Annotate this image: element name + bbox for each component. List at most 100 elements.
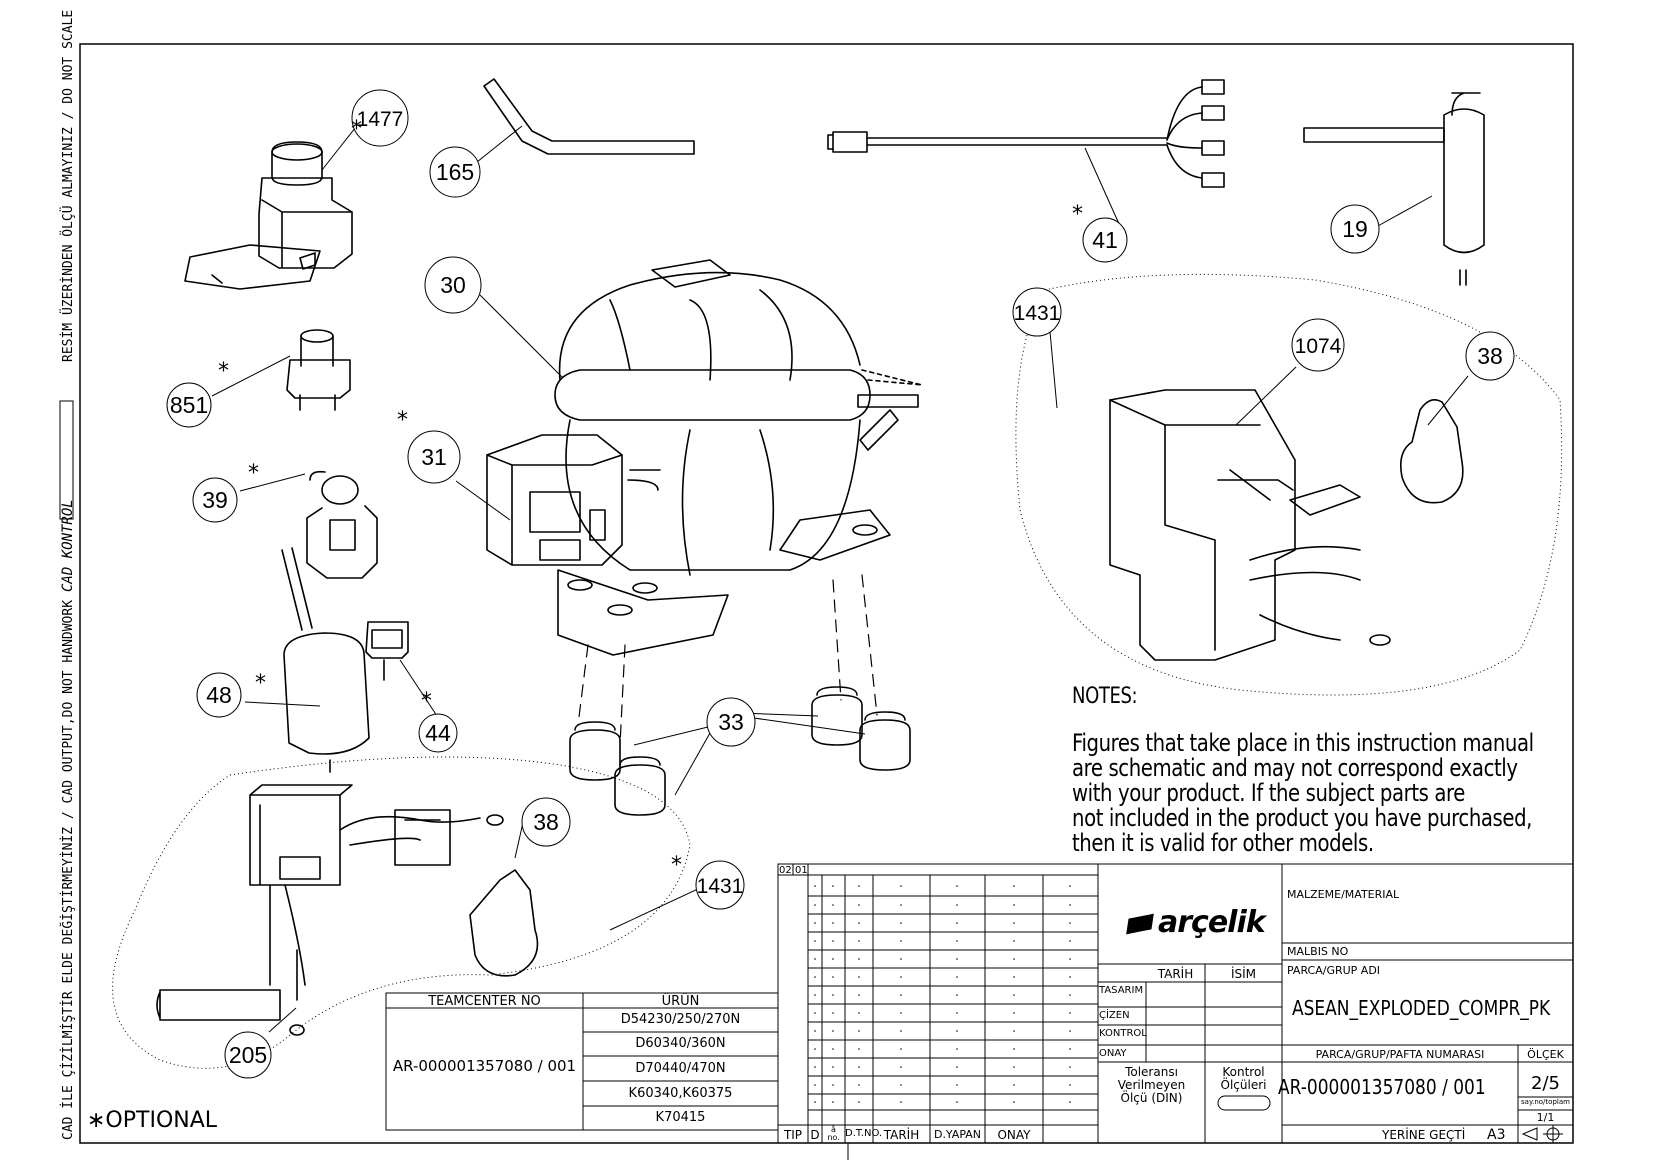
cell-dot: [900, 922, 902, 924]
cell-dot: [832, 885, 834, 887]
callout-circle-c1477: [351, 89, 409, 147]
optional-star-c1477: *: [351, 117, 362, 142]
tolerance-note: Toleransı Verilmeyen Ölçü (DIN): [1117, 1065, 1186, 1105]
cell-dot: [956, 994, 958, 996]
approval-name-header: İSİM: [1230, 967, 1257, 981]
cell-dot: [858, 1048, 860, 1050]
optional-star-c44: *: [421, 689, 432, 714]
revision-footer-approval: ONAY: [997, 1128, 1031, 1142]
cell-dot: [832, 922, 834, 924]
notes-line: not included in the product you have pur…: [1072, 804, 1533, 832]
cell-dot: [832, 1084, 834, 1086]
cell-dot: [956, 940, 958, 942]
malbis-label: MALBIS NO: [1287, 945, 1349, 958]
revision-cell-dots: [814, 885, 1071, 1103]
cell-dot: [1013, 1012, 1015, 1014]
part-19-filter-drier: [1303, 92, 1485, 286]
cell-dot: [900, 994, 902, 996]
optional-legend: ∗OPTIONAL: [87, 1108, 218, 1133]
part-48-capacitor: [281, 547, 370, 773]
teamcenter-number: AR-000001357080 / 001: [392, 1057, 577, 1075]
side-note-cad-control: CAD KONTROL: [60, 499, 76, 592]
callout-circle-c165: [429, 146, 481, 198]
callout-circle-c1431b: [695, 860, 745, 910]
notes-line: are schematic and may not correspond exa…: [1072, 754, 1518, 782]
cell-dot: [1013, 958, 1015, 960]
cell-dot: [1013, 1084, 1015, 1086]
group-outline-1431-optional: [112, 756, 691, 1069]
callout-circle-c30: [424, 256, 482, 314]
cell-dot: [858, 1066, 860, 1068]
cell-dot: [956, 904, 958, 906]
callout-circle-c44: [418, 713, 458, 753]
approval-date-header: TARİH: [1157, 967, 1194, 981]
cell-dot: [832, 1012, 834, 1014]
cell-dot: [1013, 904, 1015, 906]
cell-dot: [900, 1012, 902, 1014]
cell-dot: [1013, 922, 1015, 924]
callout-label-c44: 44: [425, 720, 451, 746]
cell-dot: [814, 885, 816, 887]
callout-circle-c1431a: [1012, 287, 1062, 337]
cell-dot: [832, 994, 834, 996]
sheet-count: 1/1: [1536, 1111, 1555, 1124]
cell-dot: [814, 1066, 816, 1068]
callout-label-c1477: 1477: [357, 108, 404, 131]
brand-logo: arçelik: [1126, 905, 1266, 940]
revision-footer-by: D.YAPAN: [933, 1128, 982, 1141]
projection-symbol: [1521, 1125, 1563, 1143]
cell-dot: [956, 958, 958, 960]
cell-dot: [1069, 1048, 1071, 1050]
cell-dot: [956, 1084, 958, 1086]
callout-circle-c38a: [1465, 331, 1515, 381]
cell-dot: [900, 958, 902, 960]
cell-dot: [814, 976, 816, 978]
cell-dot: [1069, 1084, 1071, 1086]
callout-label-c165: 165: [436, 159, 474, 185]
notes-line: Figures that take place in this instruct…: [1072, 729, 1534, 757]
cell-dot: [814, 940, 816, 942]
callout-label-c48: 48: [206, 682, 232, 708]
notes-line: with your product. If the subject parts …: [1072, 779, 1465, 807]
cell-dot: [1013, 1066, 1015, 1068]
optional-star-c31: *: [397, 408, 408, 433]
callout-label-c33: 33: [718, 709, 744, 735]
cell-dot: [900, 940, 902, 942]
material-label: MALZEME/MATERIAL: [1287, 888, 1400, 901]
part-30-compressor: [554, 259, 924, 656]
product-header: ÜRÜN: [661, 994, 700, 1009]
notes-line: then it is valid for other models.: [1072, 829, 1374, 857]
optional-star-c39: *: [248, 461, 259, 486]
cell-dot: [956, 1066, 958, 1068]
cell-dot: [814, 1012, 816, 1014]
callout-label-c31: 31: [421, 444, 447, 470]
product-model: D60340/360N: [635, 1036, 726, 1051]
product-model: K70415: [655, 1110, 706, 1125]
cell-dot: [858, 994, 860, 996]
part-41-wire-harness: [827, 79, 1225, 188]
callout-label-c1431b: 1431: [697, 875, 744, 898]
callout-label-c38a: 38: [1477, 343, 1503, 369]
cell-dot: [814, 922, 816, 924]
callout-circle-c39: [192, 477, 238, 523]
control-dimensions-note: Kontrol Ölçüleri: [1220, 1065, 1267, 1092]
callout-label-c19: 19: [1342, 216, 1368, 242]
revision-row-lines: [808, 895, 1098, 1111]
callout-circle-c31: [407, 430, 461, 484]
callout-label-c1431a: 1431: [1014, 302, 1061, 325]
cell-dot: [858, 904, 860, 906]
revision-number: 02: [779, 865, 792, 876]
cell-dot: [832, 1101, 834, 1103]
callout-label-c30: 30: [440, 272, 466, 298]
callout-circle-c1074: [1291, 318, 1345, 372]
part-group-name: ASEAN_EXPLODED_COMPR_PK: [1292, 996, 1551, 1020]
cell-dot: [858, 1030, 860, 1032]
cell-dot: [1069, 1101, 1071, 1103]
revision-footer-date: TARİH: [883, 1128, 920, 1142]
cell-dot: [900, 1048, 902, 1050]
cell-dot: [900, 904, 902, 906]
revision-footer-no: â no.: [827, 1125, 840, 1142]
mounting-axis-lines: [577, 574, 878, 746]
cell-dot: [832, 958, 834, 960]
